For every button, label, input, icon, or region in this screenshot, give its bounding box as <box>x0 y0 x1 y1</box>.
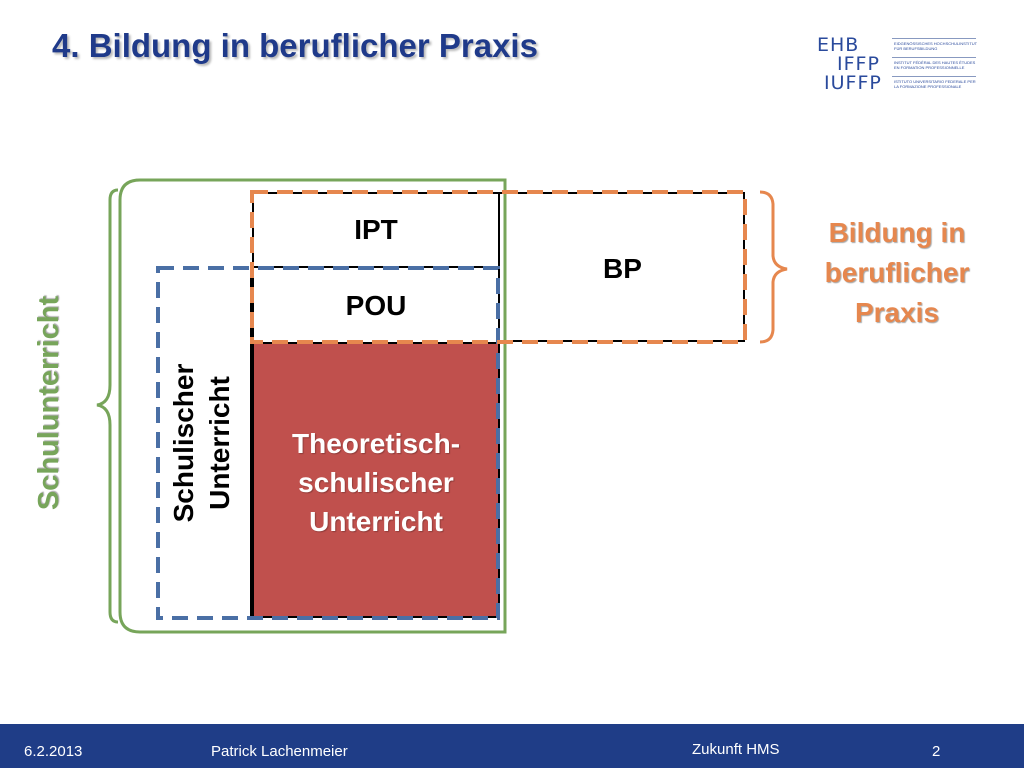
schulischer-line: Schulischer <box>168 363 199 523</box>
side-orange-line: beruflicher <box>824 257 970 288</box>
page-number: 2 <box>932 743 941 760</box>
logo-line-iuffp: IUFFP <box>824 72 882 94</box>
green-brace <box>96 188 119 624</box>
logo-text-fr: INSTITUT FÉDÉRAL DES HAUTES ÉTUDES EN FO… <box>894 60 976 70</box>
side-orange-line: Bildung in <box>828 217 966 248</box>
footer-bar: 6.2.2013 Patrick Lachenmeier Zukunft HMS… <box>0 724 1024 768</box>
orange-brace <box>759 190 788 344</box>
side-orange-line: Praxis <box>854 297 940 328</box>
pou-label: POU <box>345 290 407 321</box>
ehb-logo: EHB IFFP IUFFP EIDGENÖSSISCHES HOCHSCHUL… <box>815 36 980 96</box>
logo-divider <box>892 76 976 77</box>
slide-title: 4. Bildung in beruflicher Praxis <box>52 27 538 64</box>
logo-line-iffp: IFFP <box>837 53 880 75</box>
schulischer-line: Unterricht <box>204 376 235 510</box>
bildung-beruflicher-praxis-label: Bildung in beruflicher Praxis <box>797 213 997 333</box>
ipt-label: IPT <box>354 214 398 245</box>
logo-line-ehb: EHB <box>817 34 860 56</box>
theoretisch-label: Theoretisch- schulischer Unterricht <box>252 424 500 541</box>
footer-date: 6.2.2013 <box>24 743 83 760</box>
footer-title: Zukunft HMS <box>692 741 780 758</box>
schulischer-unterricht-label: Schulischer Unterricht <box>166 343 246 543</box>
theoretisch-line: Unterricht <box>309 506 443 537</box>
theoretisch-line: Theoretisch- <box>291 428 461 459</box>
logo-divider <box>892 57 976 58</box>
bp-label: BP <box>603 253 642 284</box>
logo-text-de: EIDGENÖSSISCHES HOCHSCHULINSTITUT FÜR BE… <box>894 41 978 51</box>
logo-divider <box>892 38 976 39</box>
theoretisch-line: schulischer <box>298 467 454 498</box>
schulunterricht-label: Schulunterricht <box>33 295 65 511</box>
footer-author: Patrick Lachenmeier <box>211 743 348 760</box>
logo-text-it: ISTITUTO UNIVERSITARIO FEDERALE PER LA F… <box>894 79 976 89</box>
